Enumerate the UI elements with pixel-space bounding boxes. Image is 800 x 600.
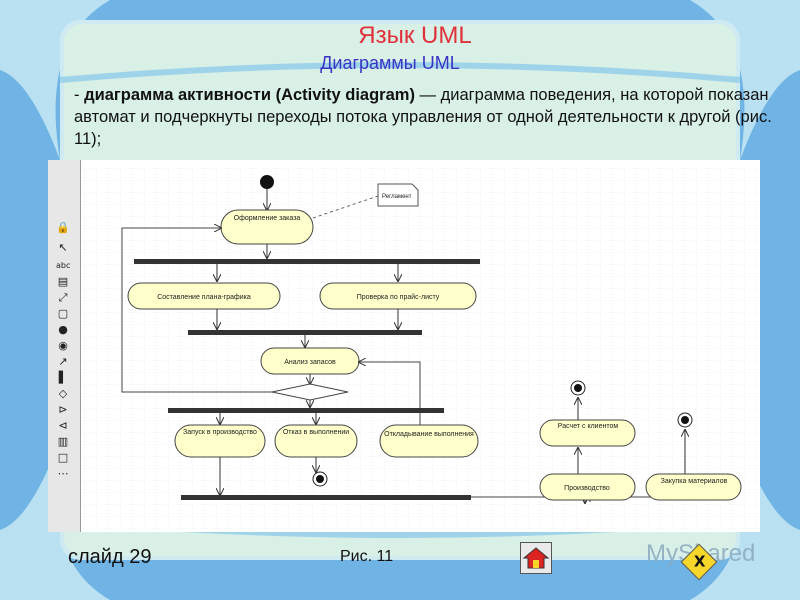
send-signal-icon[interactable]: ⊳ xyxy=(58,403,68,416)
slide-subtitle: Диаграммы UML xyxy=(320,53,460,73)
tool-palette: 🔒 ↖ abc ▤ ⤢ ▢ ● ◉ ↗ ▌ ◇ ⊳ ⊲ ▥ □ ⋯ xyxy=(48,160,81,532)
transition-icon[interactable]: ↗ xyxy=(58,355,68,368)
more-icon[interactable]: ⋯ xyxy=(57,467,69,480)
anchor-icon[interactable]: ⤢ xyxy=(58,291,68,304)
final-state-purchase[interactable] xyxy=(677,412,693,428)
activity-analysis-label: Анализ запасов xyxy=(284,359,336,366)
initial-state[interactable] xyxy=(260,175,274,189)
activity-plan[interactable]: Составление плана-графика xyxy=(127,282,281,310)
slide-number: слайд 29 xyxy=(68,546,152,568)
activity-reject[interactable]: Отказ в выполнении xyxy=(274,424,358,458)
swimlane-icon[interactable]: ▥ xyxy=(57,435,69,448)
activity-price-check[interactable]: Проверка по прайс-листу xyxy=(319,282,477,310)
receive-signal-icon[interactable]: ⊲ xyxy=(58,419,68,432)
note-label: Регламент xyxy=(382,194,412,200)
pointer-icon[interactable]: ↖ xyxy=(58,241,68,254)
object-icon[interactable]: □ xyxy=(57,451,69,464)
state-icon[interactable]: ▢ xyxy=(57,307,69,320)
activity-price-label: Проверка по прайс-листу xyxy=(357,293,440,301)
figure-caption: Рис. 11 xyxy=(340,548,394,565)
home-button[interactable] xyxy=(520,542,552,574)
body-term: диаграмма активности (Activity diagram) xyxy=(84,86,415,104)
slide-body-text: - диаграмма активности (Activity diagram… xyxy=(74,84,774,150)
activity-purchase-label: Закупка материалов xyxy=(660,478,728,485)
activity-calc[interactable]: Расчет с клиентом xyxy=(539,419,636,447)
join-bar-1 xyxy=(188,330,422,335)
fork-bar-3 xyxy=(181,495,471,500)
final-state-reject[interactable] xyxy=(312,471,328,487)
activity-analysis[interactable]: Анализ запасов xyxy=(260,347,360,375)
activity-order[interactable]: Оформление заказа xyxy=(220,209,314,245)
activity-launch[interactable]: Запуск в производство xyxy=(174,424,266,458)
activity-launch-label: Запуск в производство xyxy=(183,429,257,436)
final-state-calc[interactable] xyxy=(570,380,586,396)
home-icon xyxy=(522,547,550,569)
activity-postpone[interactable]: Откладывание выполнения xyxy=(379,424,479,458)
sync-bar-icon[interactable]: ▌ xyxy=(58,371,68,384)
note-reglament[interactable]: Регламент xyxy=(377,183,419,207)
close-icon: X xyxy=(693,552,706,571)
activity-reject-label: Отказ в выполнении xyxy=(282,429,350,436)
note-icon[interactable]: ▤ xyxy=(57,275,69,288)
activity-order-label: Оформление заказа xyxy=(233,215,301,222)
initial-state-icon[interactable]: ● xyxy=(58,323,68,336)
decision-node[interactable] xyxy=(271,383,349,401)
lock-icon[interactable]: 🔒 xyxy=(56,221,70,234)
activity-production-label: Производство xyxy=(564,485,610,492)
activity-calc-label: Расчет с клиентом xyxy=(557,423,619,430)
slide-title: Язык UML xyxy=(358,22,472,49)
fork-bar-1 xyxy=(134,259,480,264)
final-state-icon[interactable]: ◉ xyxy=(58,339,68,352)
activity-postpone-label: Откладывание выполнения xyxy=(384,431,474,438)
activity-purchase[interactable]: Закупка материалов xyxy=(645,473,742,501)
text-icon[interactable]: abc xyxy=(56,261,71,270)
activity-plan-label: Составление плана-графика xyxy=(157,294,251,301)
body-definition: — диаграмма поведения, на которой показа… xyxy=(74,86,772,148)
decision-icon[interactable]: ◇ xyxy=(58,387,68,400)
activity-production[interactable]: Производство xyxy=(539,473,636,501)
body-prefix: - xyxy=(74,86,85,104)
fork-bar-2 xyxy=(168,408,444,413)
